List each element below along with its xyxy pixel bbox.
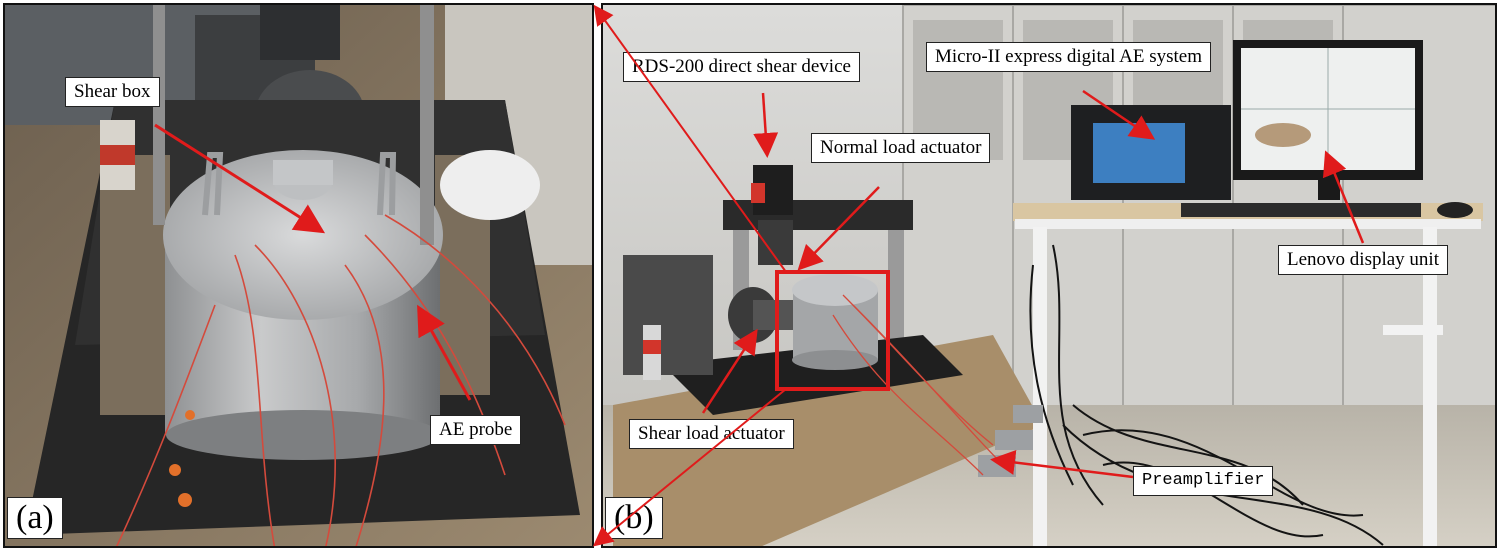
test-setup-photo bbox=[603, 5, 1495, 546]
preamp-label: Preamplifier bbox=[1133, 466, 1274, 496]
panel-b-letter: (b) bbox=[605, 497, 663, 539]
lenovo-label: Lenovo display unit bbox=[1278, 245, 1448, 275]
shear-actuator-label: Shear load actuator bbox=[629, 419, 794, 449]
rds-label: RDS-200 direct shear device bbox=[623, 52, 860, 82]
normal-actuator-label: Normal load actuator bbox=[811, 133, 991, 163]
ae-system-label: Micro-II express digital AE system bbox=[926, 42, 1212, 72]
shear-box-label: Shear box bbox=[65, 77, 160, 107]
ae-probe-label: AE probe bbox=[430, 415, 522, 445]
photo-panel-b: RDS-200 direct shear device Micro-II exp… bbox=[601, 3, 1497, 548]
panel-a-letter: (a) bbox=[7, 497, 63, 539]
photo-panel-a: Shear box AE probe (a) bbox=[3, 3, 594, 548]
